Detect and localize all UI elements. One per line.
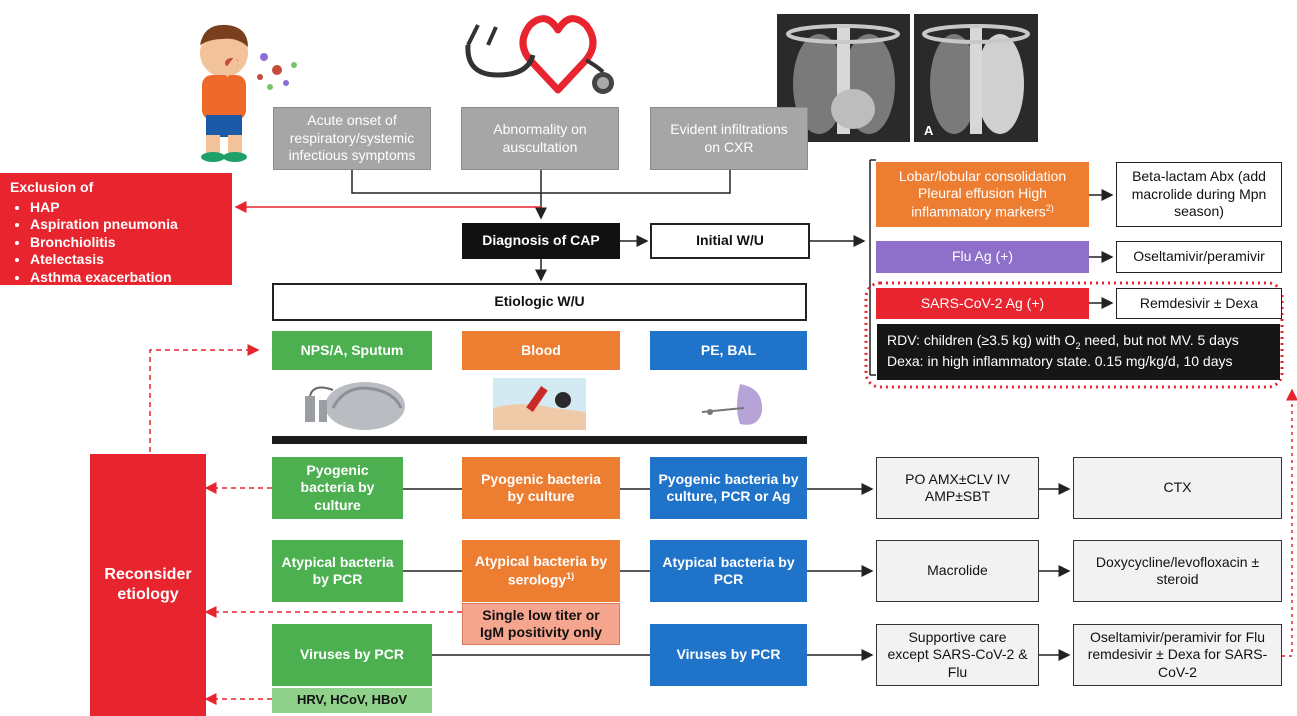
specimen-blood: Blood xyxy=(462,331,620,370)
xray-panel-label: A xyxy=(924,123,934,138)
chest-xray-image-2: A xyxy=(914,14,1038,142)
amx-amp-box: PO AMX±CLV IV AMP±SBT xyxy=(876,457,1039,519)
exclusion-box: Exclusion of HAP Aspiration pneumonia Br… xyxy=(0,173,232,285)
single-low-titer-box: Single low titer or IgM positivity only xyxy=(462,603,620,645)
diagnosis-of-cap: Diagnosis of CAP xyxy=(462,223,620,259)
exclusion-item: Aspiration pneumonia xyxy=(30,216,222,234)
blood-draw-illustration xyxy=(493,378,586,430)
initial-wu-box: Initial W/U xyxy=(650,223,810,259)
viruses-pcr-blue: Viruses by PCR xyxy=(650,624,807,686)
macrolide-box: Macrolide xyxy=(876,540,1039,602)
beta-lactam-box: Beta-lactam Abx (add macrolide during Mp… xyxy=(1116,162,1282,227)
stethoscope-heart-illustration xyxy=(465,15,614,94)
exclusion-item: Atelectasis xyxy=(30,251,222,269)
divider-bar xyxy=(272,436,807,444)
sars-ag-box: SARS-CoV-2 Ag (+) xyxy=(876,288,1089,319)
exclusion-list: HAP Aspiration pneumonia Bronchiolitis A… xyxy=(10,199,222,287)
bronchoscopy-illustration xyxy=(701,384,763,425)
symptom-auscultation: Abnormality on auscultation xyxy=(461,107,619,170)
doxycycline-box: Doxycycline/levofloxacin ± steroid xyxy=(1073,540,1282,602)
lobar-text: Lobar/lobular consolidation Pleural effu… xyxy=(898,167,1067,220)
serology-footnote: 1) xyxy=(566,570,575,581)
note-line-1: RDV: children (≥3.5 kg) with O2 need, bu… xyxy=(887,332,1239,351)
exclusion-title: Exclusion of xyxy=(10,179,94,195)
specimen-pe-bal: PE, BAL xyxy=(650,331,807,370)
atypical-pcr-blue: Atypical bacteria by PCR xyxy=(650,540,807,602)
atypical-pcr-green: Atypical bacteria by PCR xyxy=(272,540,403,602)
hrv-hcov-hbov-box: HRV, HCoV, HBoV xyxy=(272,688,432,713)
exclusion-item: HAP xyxy=(30,199,222,217)
remdesivir-box: Remdesivir ± Dexa xyxy=(1116,288,1282,319)
nasopharyngeal-swab-illustration xyxy=(305,382,405,430)
exclusion-item: Asthma exacerbation xyxy=(30,269,222,287)
symptom-infiltrations: Evident infiltrations on CXR xyxy=(650,107,808,170)
flu-ag-box: Flu Ag (+) xyxy=(876,241,1089,273)
reconsider-etiology-box: Reconsider etiology xyxy=(90,454,206,716)
viruses-pcr-green: Viruses by PCR xyxy=(272,624,432,686)
symptom-acute-onset: Acute onset of respiratory/systemic infe… xyxy=(273,107,431,170)
oseltamivir-remdesivir-box: Oseltamivir/peramivir for Flu remdesivir… xyxy=(1073,624,1282,686)
note-line-2: Dexa: in high inflammatory state. 0.15 m… xyxy=(887,352,1233,369)
atypical-serology-orange: Atypical bacteria by serology1) xyxy=(462,540,620,602)
exclusion-item: Bronchiolitis xyxy=(30,234,222,252)
sick-child-illustration xyxy=(200,24,297,162)
specimen-nps-sputum: NPS/A, Sputum xyxy=(272,331,432,370)
pyogenic-culture-green: Pyogenic bacteria by culture xyxy=(272,457,403,519)
etiologic-wu-box: Etiologic W/U xyxy=(272,283,807,321)
ctx-box: CTX xyxy=(1073,457,1282,519)
rdv-dexa-note: RDV: children (≥3.5 kg) with O2 need, bu… xyxy=(877,324,1280,380)
pyogenic-culture-orange: Pyogenic bacteria by culture xyxy=(462,457,620,519)
pyogenic-culture-pcr-blue: Pyogenic bacteria by culture, PCR or Ag xyxy=(650,457,807,519)
lobar-footnote: 2) xyxy=(1045,202,1054,213)
oseltamivir-box: Oseltamivir/peramivir xyxy=(1116,241,1282,273)
supportive-care-box: Supportive care except SARS-CoV-2 & Flu xyxy=(876,624,1039,686)
lobar-consolidation-box: Lobar/lobular consolidation Pleural effu… xyxy=(876,162,1089,227)
